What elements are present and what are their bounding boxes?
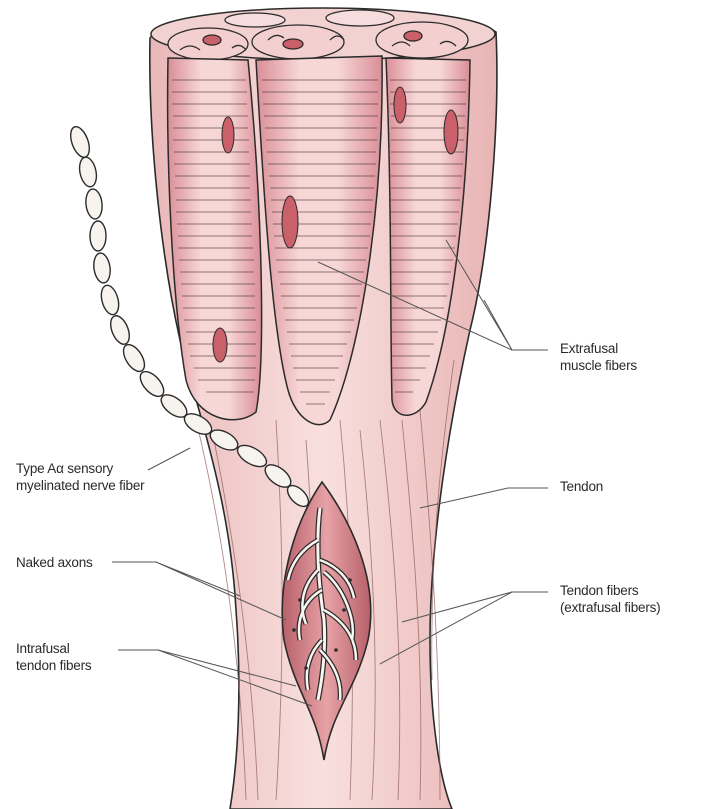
extrafusal-muscle-fibers <box>168 56 470 425</box>
label-extrafusal-line2: muscle fibers <box>560 357 637 374</box>
label-extrafusal-muscle-fibers: Extrafusal muscle fibers <box>560 340 637 374</box>
label-tendon: Tendon <box>560 478 603 495</box>
label-sensory-nerve-fiber: Type Aα sensory myelinated nerve fiber <box>16 460 144 494</box>
label-extrafusal-line1: Extrafusal <box>560 340 637 357</box>
label-sensory-line1: Type Aα sensory <box>16 460 144 477</box>
leader-sensory <box>148 448 190 470</box>
label-intrafusal-line1: Intrafusal <box>16 640 91 657</box>
label-tendon-fibers: Tendon fibers (extrafusal fibers) <box>560 582 660 616</box>
label-tendon-fibers-line1: Tendon fibers <box>560 582 660 599</box>
label-intrafusal-line2: tendon fibers <box>16 657 91 674</box>
label-tendon-fibers-line2: (extrafusal fibers) <box>560 599 660 616</box>
label-sensory-line2: myelinated nerve fiber <box>16 477 144 494</box>
label-naked-axons: Naked axons <box>16 554 93 571</box>
label-naked-axons-line1: Naked axons <box>16 554 93 571</box>
label-intrafusal-tendon-fibers: Intrafusal tendon fibers <box>16 640 91 674</box>
label-tendon-line1: Tendon <box>560 478 603 495</box>
